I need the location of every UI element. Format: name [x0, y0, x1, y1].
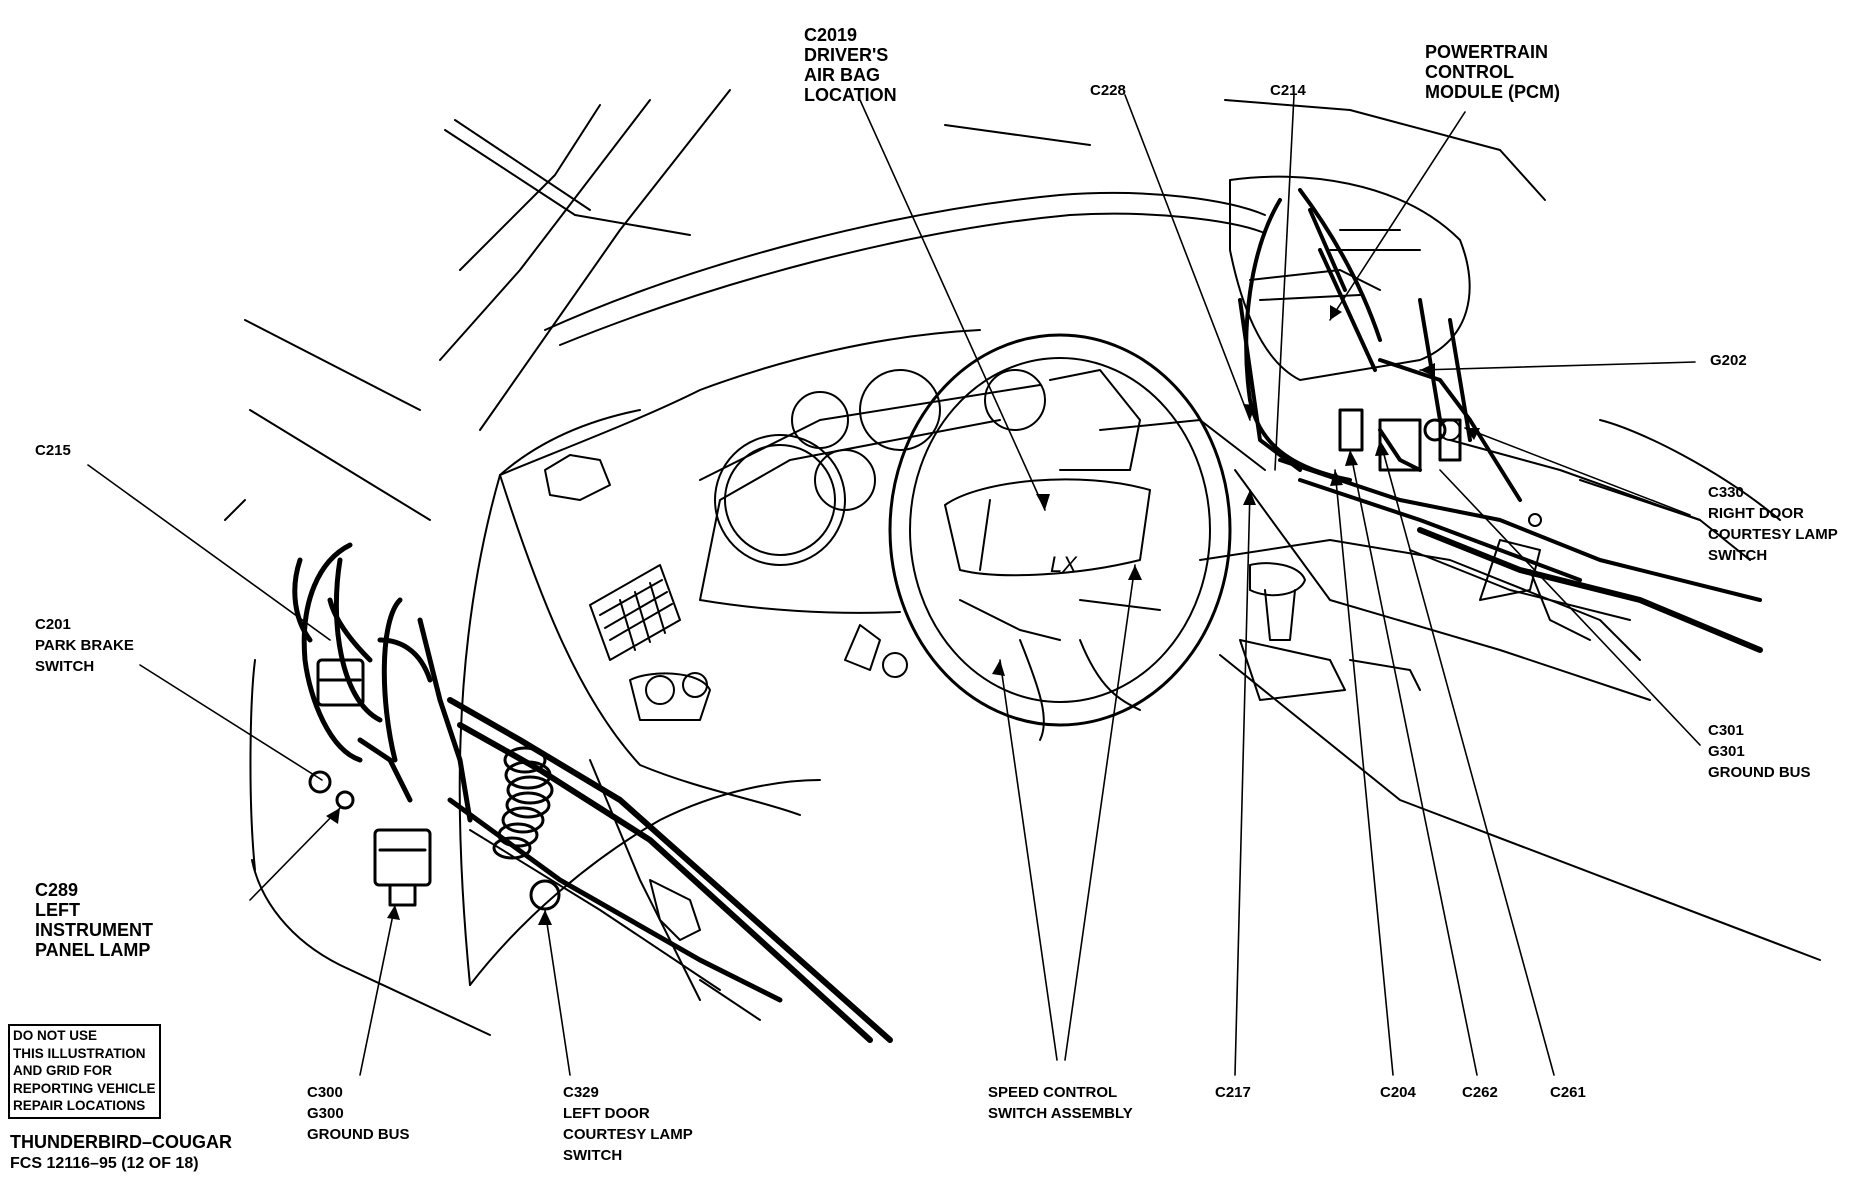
caption-subtitle: FCS 12116–95 (12 OF 18)	[10, 1155, 199, 1172]
leader-lines	[87, 94, 1701, 1076]
left-components	[308, 658, 561, 911]
label-c217: C217	[1215, 1084, 1251, 1101]
dashboard-body	[469, 329, 1821, 1001]
caption-title: THUNDERBIRD–COUGAR	[10, 1132, 233, 1152]
door-frame	[224, 319, 641, 1036]
label-c204: C204	[1380, 1084, 1416, 1101]
label-c261: C261	[1550, 1084, 1586, 1101]
pcm-module	[1229, 175, 1471, 381]
label-g202: G202	[1710, 352, 1747, 369]
center-console	[1239, 539, 1541, 701]
instrument-cluster	[714, 369, 1141, 566]
right-sill	[1409, 527, 1763, 653]
label-c214: C214	[1270, 82, 1306, 99]
left-harness	[292, 542, 473, 823]
label-c228: C228	[1090, 82, 1126, 99]
coiled-hose	[492, 746, 554, 860]
windshield-outline	[439, 89, 1546, 431]
sill-harness	[447, 697, 893, 1043]
label-c215: C215	[35, 442, 71, 459]
lx-badge: LX	[1050, 552, 1078, 577]
steering-wheel[interactable]: LX	[888, 333, 1232, 741]
label-c262: C262	[1462, 1084, 1498, 1101]
left-vent	[544, 454, 908, 721]
figure-caption: THUNDERBIRD–COUGAR FCS 12116–95 (12 OF 1…	[10, 1132, 232, 1174]
ground-points	[1439, 419, 1542, 527]
arrowheads	[326, 305, 1480, 925]
right-harness	[1238, 188, 1762, 602]
